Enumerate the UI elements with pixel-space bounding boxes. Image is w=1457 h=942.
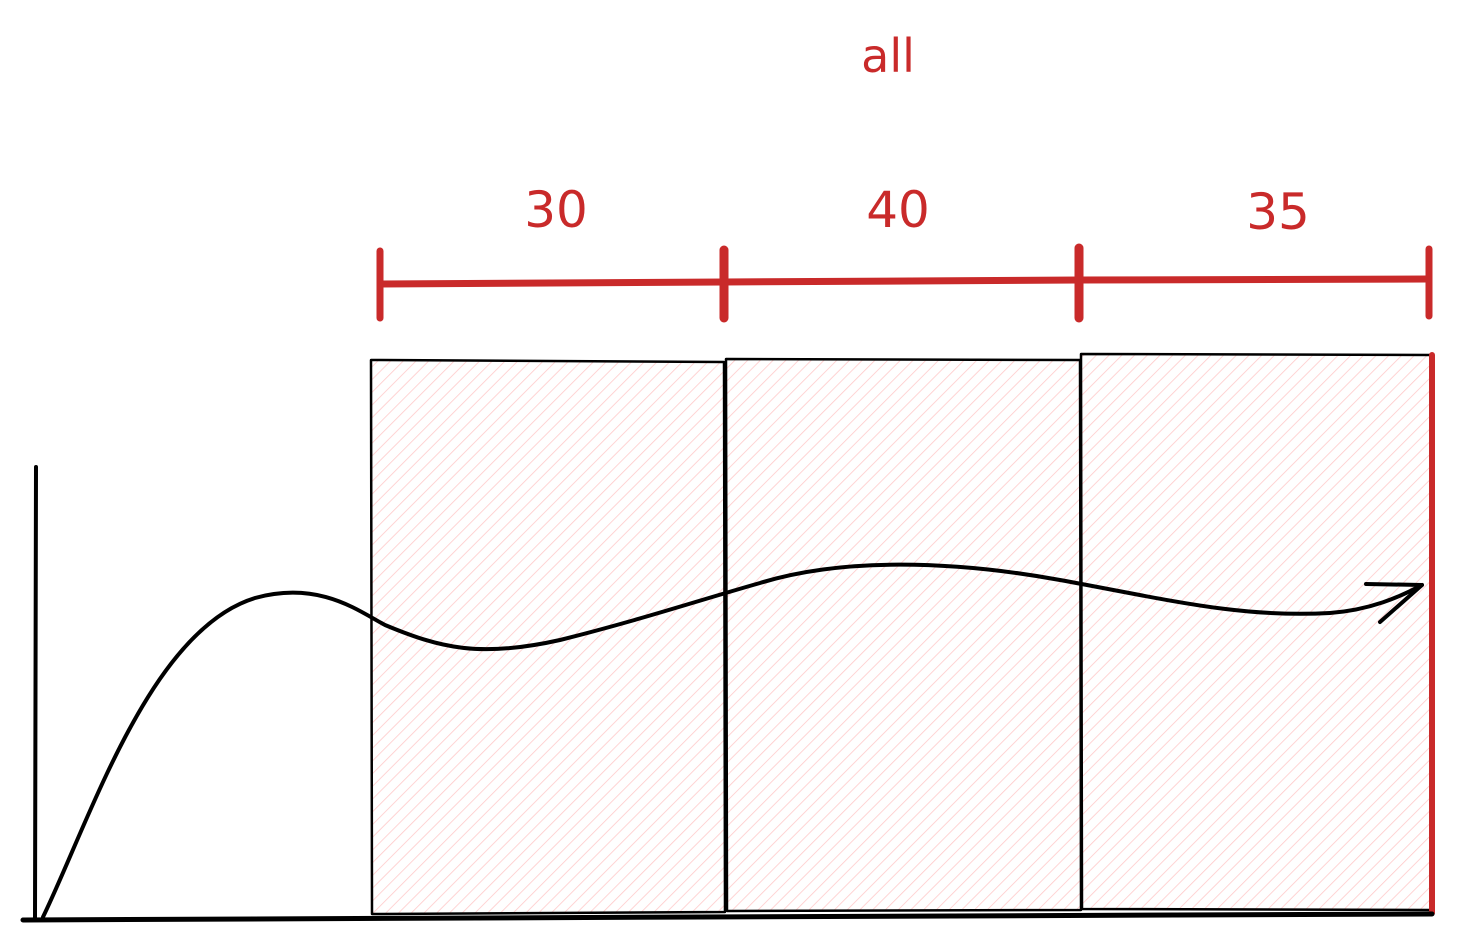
arrow-head bbox=[1364, 582, 1424, 624]
segment-box-1 bbox=[369, 358, 727, 916]
segment-label-2: 40 bbox=[866, 181, 930, 239]
segment-boxes bbox=[369, 352, 1435, 916]
bracket-line bbox=[376, 275, 1433, 288]
x-axis bbox=[20, 911, 1435, 923]
segment-label-1: 30 bbox=[524, 181, 588, 239]
diagram-title: all bbox=[861, 29, 915, 83]
segment-box-3 bbox=[1079, 352, 1435, 912]
wave-curve bbox=[41, 562, 1424, 919]
segment-box-2 bbox=[724, 357, 1083, 913]
measurement-bracket bbox=[376, 243, 1433, 323]
y-axis bbox=[33, 465, 38, 920]
segment-label-3: 35 bbox=[1246, 183, 1310, 241]
wave-arrow bbox=[41, 562, 1424, 919]
axes bbox=[20, 465, 1435, 923]
